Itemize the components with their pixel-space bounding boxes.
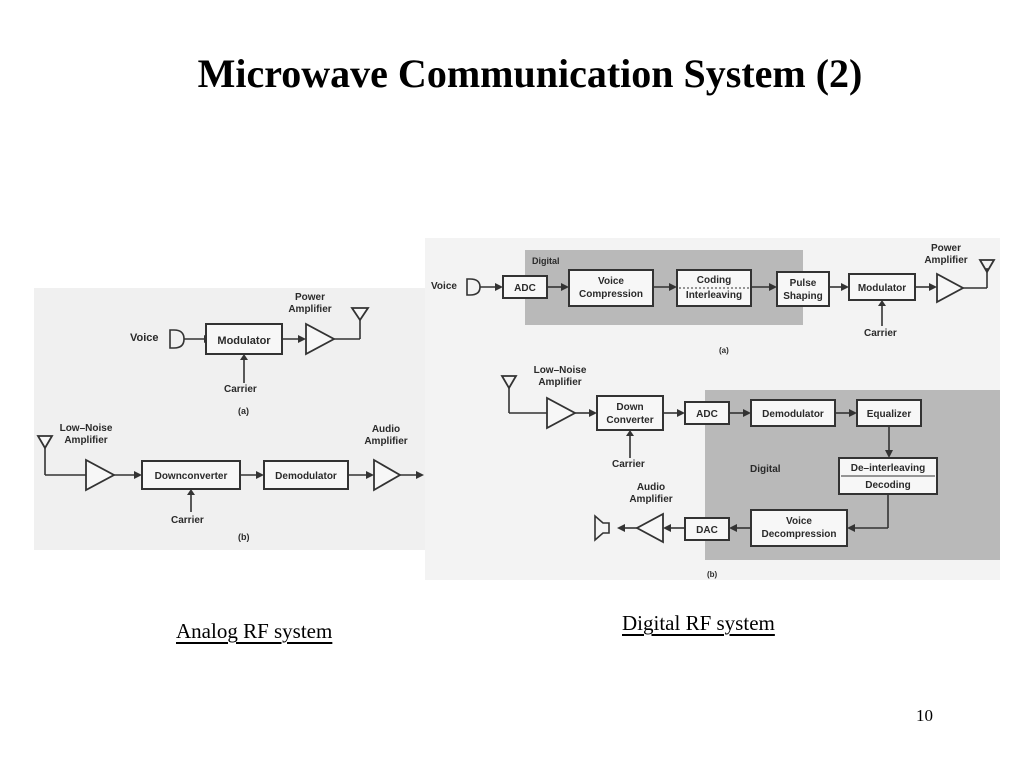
adc-label: ADC bbox=[514, 283, 536, 294]
power-amplifier-icon bbox=[936, 272, 965, 304]
carrier-label: Carrier bbox=[612, 459, 645, 470]
antenna-icon bbox=[978, 259, 996, 274]
panel-label-a: (a) bbox=[238, 406, 249, 416]
modulator-block bbox=[848, 273, 916, 301]
downconverter-label: Downconverter bbox=[155, 471, 228, 482]
panel-label-b: (b) bbox=[707, 570, 718, 579]
dac-block bbox=[684, 517, 730, 541]
low-noise-amplifier-icon bbox=[546, 396, 577, 430]
digital-label: Digital bbox=[532, 256, 560, 266]
modulator-label: Modulator bbox=[217, 335, 271, 347]
audio-amplifier-icon bbox=[635, 512, 664, 544]
carrier-label: Carrier bbox=[171, 515, 204, 526]
low-noise-amplifier-icon bbox=[85, 458, 116, 492]
digital-label: Digital bbox=[750, 464, 781, 475]
carrier-label: Carrier bbox=[224, 384, 257, 395]
equalizer-label: Equalizer bbox=[867, 409, 912, 420]
adc-label: ADC bbox=[696, 409, 718, 420]
modulator-label: Modulator bbox=[858, 283, 906, 294]
voice-label: Voice bbox=[431, 281, 457, 292]
panel-label-b: (b) bbox=[238, 532, 250, 542]
panel-label-a: (a) bbox=[719, 346, 729, 355]
digital-caption: Digital RF system bbox=[622, 611, 775, 635]
slide-title: Microwave Communication System (2) bbox=[197, 51, 863, 96]
power-amplifier-icon bbox=[305, 322, 336, 356]
antenna-icon bbox=[350, 307, 370, 322]
page-number: 10 bbox=[916, 706, 933, 725]
voice-compression-block bbox=[568, 269, 654, 307]
speaker-icon bbox=[594, 514, 610, 542]
demodulator-label: Demodulator bbox=[762, 409, 824, 420]
coding-interleaving-block bbox=[676, 269, 752, 307]
voice-label: Voice bbox=[130, 332, 159, 344]
audio-amplifier-icon bbox=[373, 458, 402, 492]
antenna-icon bbox=[500, 375, 518, 390]
microphone-icon bbox=[466, 278, 481, 296]
analog-caption: Analog RF system bbox=[176, 619, 333, 643]
microphone-icon bbox=[169, 329, 185, 349]
downconverter-block bbox=[141, 460, 241, 490]
dac-label: DAC bbox=[696, 525, 718, 536]
carrier-label: Carrier bbox=[864, 328, 897, 339]
demodulator-label: Demodulator bbox=[275, 471, 337, 482]
pulse-shaping-block bbox=[776, 271, 830, 307]
antenna-icon bbox=[36, 435, 54, 450]
